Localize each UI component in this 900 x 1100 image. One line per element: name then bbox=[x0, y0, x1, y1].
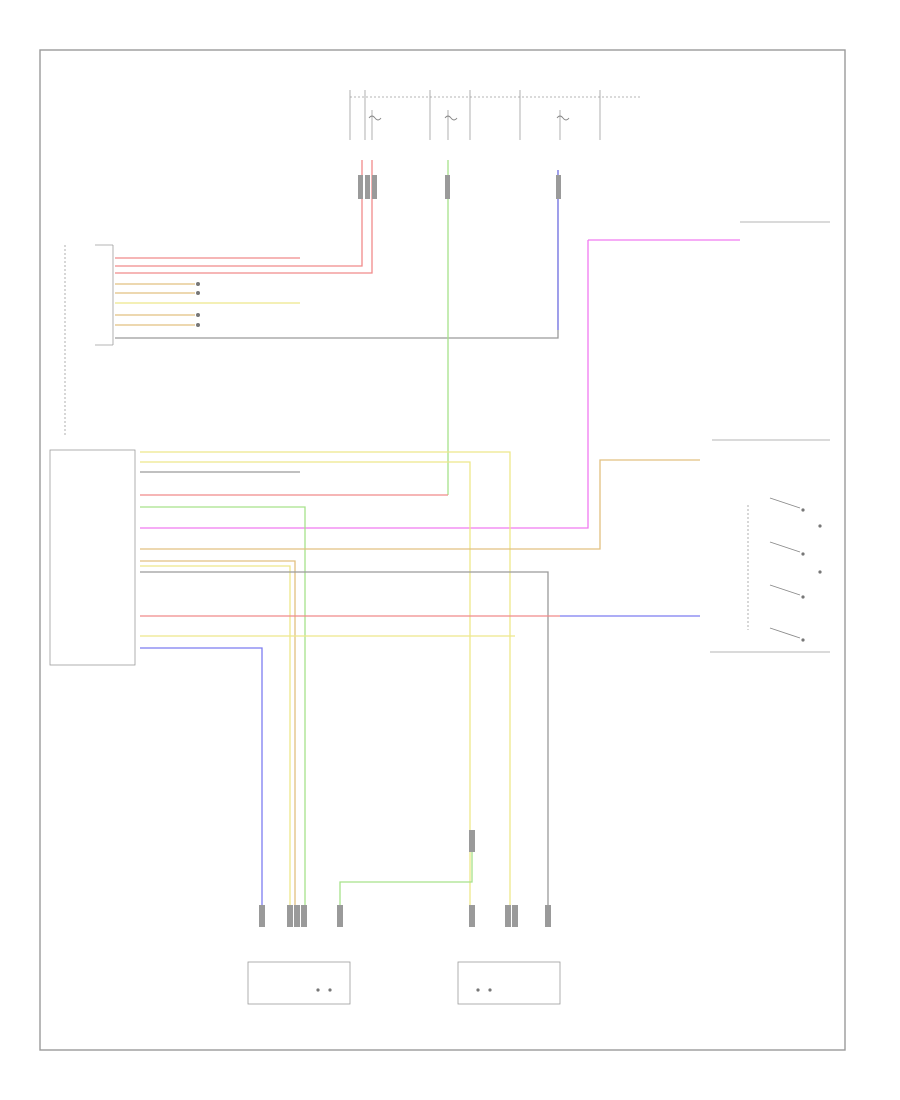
top-connectors bbox=[358, 175, 561, 199]
bottom-connectors bbox=[259, 830, 551, 927]
motor-left bbox=[247, 961, 351, 1005]
power-distribution bbox=[349, 90, 640, 140]
wires-upper bbox=[115, 160, 559, 339]
wires-lower bbox=[140, 451, 700, 910]
wire-magenta bbox=[140, 239, 740, 529]
switch-block bbox=[710, 439, 830, 653]
diagram-frame bbox=[39, 49, 846, 1051]
motor-right bbox=[457, 961, 561, 1005]
fuse-1 bbox=[368, 110, 382, 140]
fuse-3 bbox=[556, 110, 570, 140]
fuse-2 bbox=[444, 110, 458, 140]
module-lower bbox=[49, 449, 136, 666]
module-upper bbox=[64, 244, 114, 435]
